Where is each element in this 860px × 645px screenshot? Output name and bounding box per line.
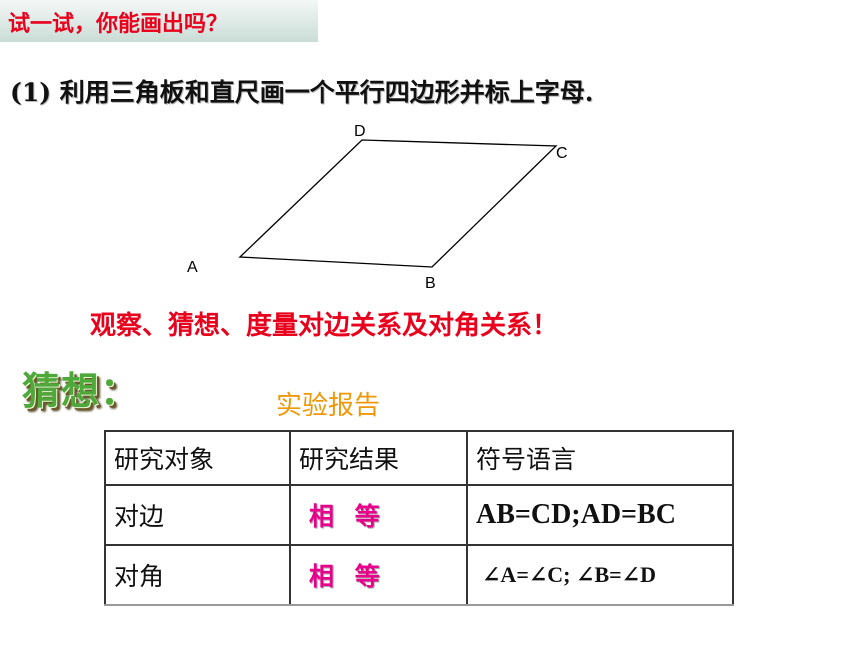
row-symbol: AB=CD;AD=BC [466, 484, 734, 546]
task-instruction: (1) 利用三角板和直尺画一个平行四边形并标上字母. [10, 78, 594, 107]
title-banner [0, 0, 318, 42]
vertex-label-a: A [187, 259, 198, 276]
vertex-label-b: B [425, 275, 436, 292]
row-result: 相 等 [289, 544, 468, 606]
header-result: 研究结果 [289, 430, 468, 486]
vertex-label-c: C [556, 145, 568, 162]
parallelogram-abcd [238, 139, 558, 268]
row-symbol: ∠A=∠C; ∠B=∠D [466, 544, 734, 606]
table-row: 对边 相 等 AB=CD;AD=BC [104, 484, 734, 546]
table-row: 对角 相 等 ∠A=∠C; ∠B=∠D [104, 544, 734, 606]
table-header-row: 研究对象 研究结果 符号语言 [104, 430, 734, 486]
row-object: 对边 [104, 484, 291, 546]
report-title: 实验报告 [276, 391, 381, 421]
observe-prompt: 观察、猜想、度量对边关系及对角关系！ [90, 311, 559, 341]
vertex-label-d: D [354, 123, 366, 140]
header-object: 研究对象 [104, 430, 291, 486]
guess-heading: 猜想： [22, 369, 140, 413]
row-result: 相 等 [289, 484, 468, 546]
banner-title: 试一试，你能画出吗？ [8, 12, 229, 37]
row-object: 对角 [104, 544, 291, 606]
parallelogram-figure: A B C D [187, 123, 568, 292]
header-symbol: 符号语言 [466, 430, 734, 486]
experiment-report-table: 研究对象 研究结果 符号语言 对边 相 等 AB=CD;AD=BC 对角 相 等… [104, 430, 734, 606]
